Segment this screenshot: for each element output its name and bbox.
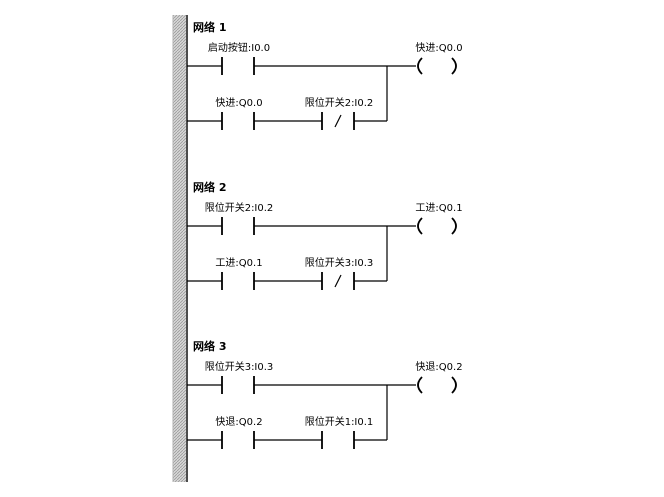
coil-icon xyxy=(417,57,457,75)
contact-label: 限位开关1:I0.1 xyxy=(305,415,374,428)
contact-label: 限位开关2:I0.2 xyxy=(205,201,274,214)
network-3: 网络 3 限位开关3:I0.3 快退:Q0.2 快退:Q0.2 限位开关1:I0.1 xyxy=(187,339,463,449)
normally-open-contact-icon xyxy=(221,57,255,75)
contact-label: 启动按钮:I0.0 xyxy=(208,41,270,54)
normally-open-contact-icon xyxy=(221,217,255,235)
normally-open-contact-icon xyxy=(221,112,255,130)
rung-branch-1: 限位开关2:I0.2 工进:Q0.1 xyxy=(187,201,463,235)
network-title: 网络 3 xyxy=(193,339,226,353)
contact-label: 工进:Q0.1 xyxy=(215,257,262,269)
rung-branch-2: 快退:Q0.2 限位开关1:I0.1 xyxy=(187,415,387,449)
rung-branch-2: 快进:Q0.0 限位开关2:I0.2 xyxy=(187,96,387,130)
normally-open-contact-icon xyxy=(221,272,255,290)
coil-left-arc xyxy=(417,217,423,235)
coil-label: 工进:Q0.1 xyxy=(415,202,462,214)
contact-slash xyxy=(334,114,342,128)
rung-branch-1: 限位开关3:I0.3 快退:Q0.2 xyxy=(187,360,463,394)
coil-icon xyxy=(417,217,457,235)
coil-left-arc xyxy=(417,57,423,75)
contact-label: 限位开关3:I0.3 xyxy=(205,360,274,373)
normally-open-contact-icon xyxy=(221,431,255,449)
contact-label: 限位开关2:I0.2 xyxy=(305,96,374,109)
coil-label: 快退:Q0.2 xyxy=(415,361,462,373)
network-title: 网络 2 xyxy=(193,180,226,194)
contact-label: 快进:Q0.0 xyxy=(215,97,262,109)
rung-branch-2: 工进:Q0.1 限位开关3:I0.3 xyxy=(187,256,387,290)
network-1: 网络 1 启动按钮:I0.0 快进:Q0.0 快进:Q0.0 限位开关2:I0.2 xyxy=(187,20,463,130)
coil-label: 快进:Q0.0 xyxy=(415,42,462,54)
normally-closed-contact-icon xyxy=(321,112,355,130)
coil-right-arc xyxy=(451,376,457,394)
network-2: 网络 2 限位开关2:I0.2 工进:Q0.1 工进:Q0.1 限位开关3:I0.3 xyxy=(187,180,463,290)
contact-label: 快退:Q0.2 xyxy=(215,416,262,428)
normally-closed-contact-icon xyxy=(321,272,355,290)
contact-slash xyxy=(334,274,342,288)
normally-open-contact-icon xyxy=(321,431,355,449)
coil-right-arc xyxy=(451,217,457,235)
contact-label: 限位开关3:I0.3 xyxy=(305,256,374,269)
power-rail xyxy=(172,15,188,482)
network-title: 网络 1 xyxy=(193,20,226,34)
coil-left-arc xyxy=(417,376,423,394)
normally-open-contact-icon xyxy=(221,376,255,394)
coil-right-arc xyxy=(451,57,457,75)
coil-icon xyxy=(417,376,457,394)
rung-branch-1: 启动按钮:I0.0 快进:Q0.0 xyxy=(187,41,463,75)
